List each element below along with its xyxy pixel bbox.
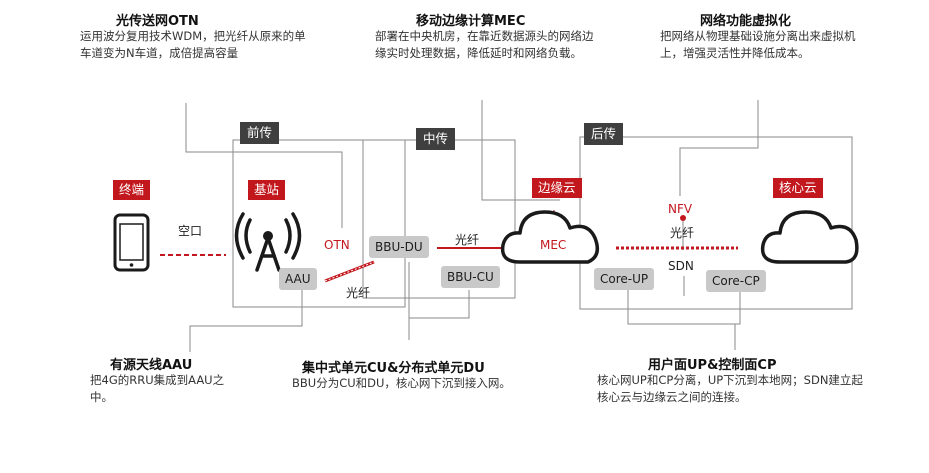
core-cloud-tag: 核心云 xyxy=(773,178,823,198)
core-cloud-shape xyxy=(760,210,859,264)
otn-leader xyxy=(185,103,343,228)
fronthaul-section-label: 前传 xyxy=(240,122,280,144)
bbu-du-node: BBU-DU xyxy=(369,236,429,258)
nfv-label: NFV xyxy=(668,202,693,216)
core-cp-node: Core-CP xyxy=(706,270,766,292)
backhaul-fiber-label: 光纤 xyxy=(670,226,695,240)
up-cp-leader xyxy=(627,290,741,325)
aau-node: AAU xyxy=(279,268,317,290)
midhaul-section-label: 中传 xyxy=(416,128,456,150)
fronthaul-fiber-label: 光纤 xyxy=(346,286,371,300)
up-cp-callout-title: 用户面UP&控制面CP xyxy=(648,358,777,373)
edge-cloud-tag: 边缘云 xyxy=(532,178,582,198)
sdn-label: SDN xyxy=(668,259,694,273)
aau-leader xyxy=(189,290,303,352)
up-cp-callout-desc: 核心网UP和CP分离，UP下沉到本地网；SDN建立起核心云与边缘云之间的连接。 xyxy=(597,373,863,404)
air-interface-label: 空口 xyxy=(178,224,203,238)
bbu-cu-leader xyxy=(409,290,470,319)
cu-du-callout-desc: BBU分为CU和DU，核心网下沉到接入网。 xyxy=(292,376,511,390)
terminal-tag: 终端 xyxy=(113,180,151,200)
mec-callout-title: 移动边缘计算MEC xyxy=(416,14,526,29)
edge-cloud-shape xyxy=(500,210,600,264)
antenna-icon xyxy=(234,212,302,272)
nfv-leader-top xyxy=(679,100,759,196)
mec-leader xyxy=(481,100,560,201)
mec-label: MEC xyxy=(540,238,567,252)
phone-icon xyxy=(113,213,150,272)
midhaul-fiber-label: 光纤 xyxy=(455,233,480,247)
backhaul-section-label: 后传 xyxy=(584,123,624,145)
otn-callout-title: 光传送网OTN xyxy=(116,14,199,29)
aau-callout-desc: 把4G的RRU集成到AAU之中。 xyxy=(90,373,225,404)
fronthaul-frame xyxy=(232,139,406,308)
base-station-tag: 基站 xyxy=(248,180,286,200)
backhaul-frame xyxy=(579,136,853,310)
bbu-cu-node: BBU-CU xyxy=(441,266,500,288)
otn-label: OTN xyxy=(324,238,350,252)
nfv-callout-desc: 把网络从物理基础设施分离出来虚拟机上，增强灵活性并降低成本。 xyxy=(660,29,856,60)
core-up-node: Core-UP xyxy=(594,268,655,290)
otn-callout-desc: 运用波分复用技术WDM，把光纤从原来的单车道变为N车道，成倍提高容量 xyxy=(80,29,306,60)
aau-callout-title: 有源天线AAU xyxy=(110,358,193,373)
nfv-marker-dot xyxy=(680,215,686,221)
mec-callout-desc: 部署在中央机房，在靠近数据源头的网络边缘实时处理数据，降低延时和网络负载。 xyxy=(375,29,594,60)
cu-du-callout-title: 集中式单元CU&分布式单元DU xyxy=(302,361,485,376)
nfv-callout-title: 网络功能虚拟化 xyxy=(700,14,792,29)
